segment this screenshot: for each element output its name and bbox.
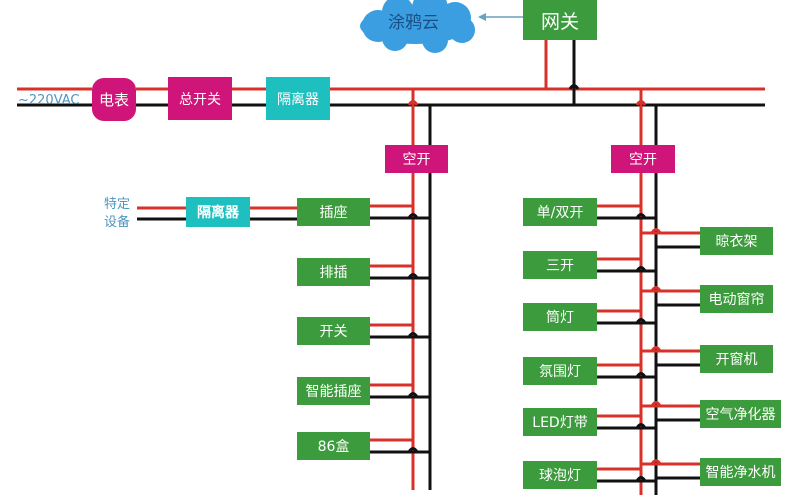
device-clothes-rack[interactable]: 晾衣架 (700, 227, 773, 255)
left-breaker-box[interactable]: 空开 (385, 145, 448, 173)
wire-crossover (635, 372, 647, 378)
device-bulb[interactable]: 球泡灯 (523, 461, 597, 489)
device-downlight[interactable]: 筒灯 (523, 303, 597, 331)
meter-box[interactable]: 电表 (92, 78, 136, 121)
device-ambient-light[interactable]: 氛围灯 (523, 357, 597, 385)
device-socket[interactable]: 插座 (297, 198, 370, 226)
device-smart-socket[interactable]: 智能插座 (297, 377, 370, 405)
isolator-box[interactable]: 隔离器 (266, 77, 330, 120)
wire-crossover (407, 213, 419, 219)
main-switch-box[interactable]: 总开关 (168, 77, 232, 120)
cloud-label: 涂鸦云 (388, 13, 439, 33)
voltage-label: ~220VAC (18, 93, 80, 108)
wire-crossover (407, 447, 419, 453)
wire-crossover (650, 228, 662, 234)
special-device-label-1: 特定 (104, 197, 131, 212)
gateway-box[interactable]: 网关 (523, 0, 597, 40)
wire-crossover (407, 332, 419, 338)
device-led-strip[interactable]: LED灯带 (523, 408, 597, 436)
wire-crossover (568, 84, 580, 90)
wire-crossover (635, 318, 647, 324)
wire-crossover (635, 423, 647, 429)
right-breaker-box[interactable]: 空开 (611, 145, 675, 173)
wire-crossover (635, 476, 647, 482)
wire-crossover (635, 213, 647, 219)
device-air-purifier[interactable]: 空气净化器 (700, 400, 781, 428)
wire-crossover (407, 100, 419, 106)
device-switch[interactable]: 开关 (297, 317, 370, 345)
device-power-strip[interactable]: 排插 (297, 258, 370, 286)
device-electric-curtain[interactable]: 电动窗帘 (700, 285, 773, 313)
special-device-label-2: 设备 (104, 215, 131, 230)
wire-crossover (635, 100, 647, 106)
wire-crossover (650, 401, 662, 407)
wire-crossover (407, 392, 419, 398)
wire-crossover (650, 286, 662, 292)
device-86-box[interactable]: 86盒 (297, 432, 370, 460)
arrow-icon (478, 13, 523, 21)
cloud-icon (360, 0, 475, 53)
wires (17, 40, 765, 495)
special-isolator-box[interactable]: 隔离器 (186, 197, 250, 227)
wire-crossover (650, 459, 662, 465)
wire-crossover (650, 346, 662, 352)
wire-crossover (407, 273, 419, 279)
device-water-purifier[interactable]: 智能净水机 (700, 458, 781, 486)
device-single-double-switch[interactable]: 单/双开 (523, 198, 597, 226)
device-window-opener[interactable]: 开窗机 (700, 345, 773, 373)
device-triple-switch[interactable]: 三开 (523, 251, 597, 279)
wire-crossover (635, 266, 647, 272)
